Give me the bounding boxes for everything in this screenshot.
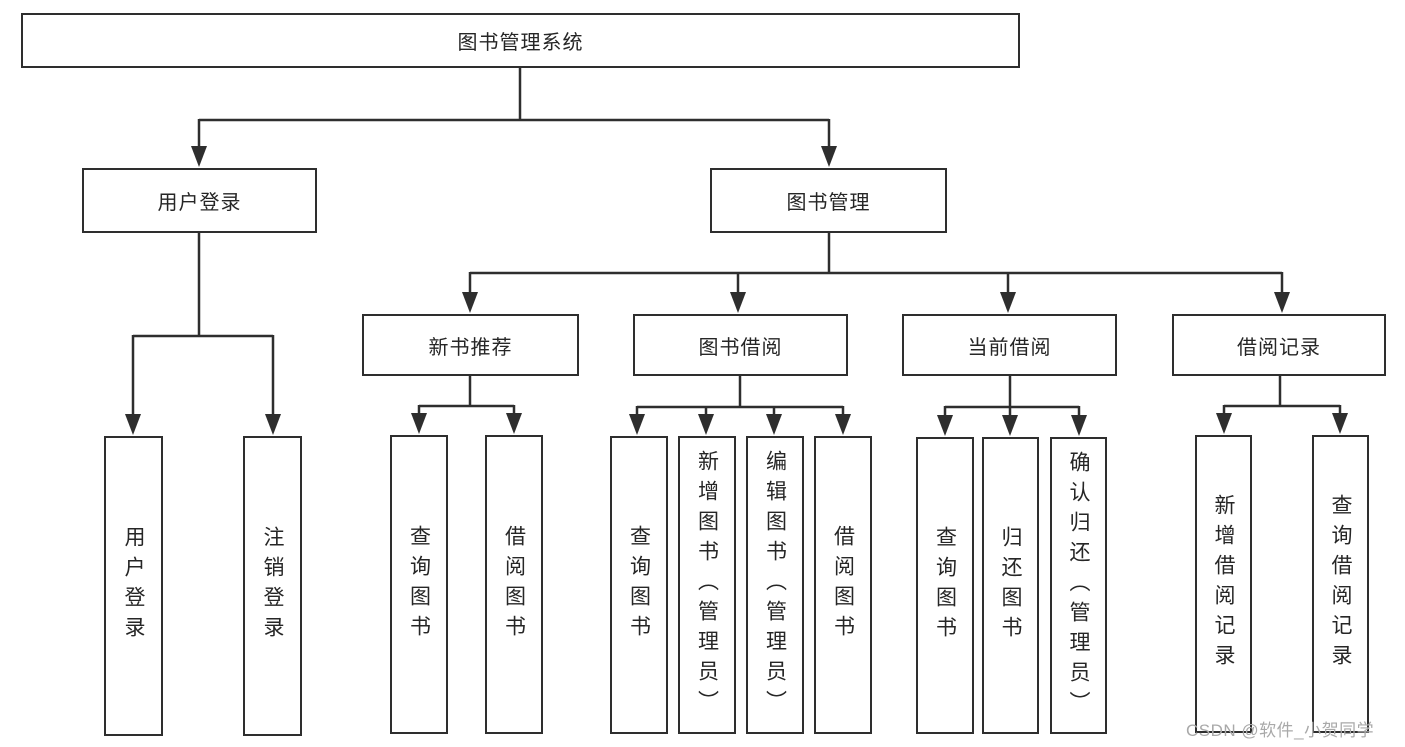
node-book-management: 图书管理 (710, 168, 947, 233)
node-user-login: 用户登录 (82, 168, 317, 233)
connector-user-login-children (125, 233, 281, 435)
leaf-borrowing-edit-books-admin: 编辑图书（管理员） (746, 436, 804, 734)
arrowhead-icon (766, 414, 782, 435)
connector-book-management-children (462, 233, 1290, 313)
leaf-logout: 注销登录 (243, 436, 302, 736)
node-new-book-recommend-label: 新书推荐 (428, 336, 513, 359)
arrowhead-icon (1332, 413, 1348, 434)
arrowhead-icon (1274, 292, 1290, 313)
arrowhead-icon (1002, 415, 1018, 436)
node-book-management-label: 图书管理 (786, 192, 871, 214)
arrowhead-icon (265, 414, 281, 435)
arrowhead-icon (937, 415, 953, 436)
arrowhead-icon (821, 146, 837, 167)
arrowhead-icon (191, 146, 207, 167)
node-current-borrowing: 当前借阅 (902, 314, 1117, 376)
leaf-borrowing-add-books-admin: 新增图书（管理员） (678, 436, 736, 734)
arrowhead-icon (730, 292, 746, 313)
watermark: CSDN @软件_小贺同学 (1186, 721, 1375, 740)
node-borrowing-records-label: 借阅记录 (1237, 336, 1321, 359)
leaf-borrowing-borrow-books: 借阅图书 (814, 436, 872, 734)
arrowhead-icon (1000, 292, 1016, 313)
arrowhead-icon (1216, 413, 1232, 434)
connector-new-books-children (411, 376, 522, 434)
node-book-borrowing: 图书借阅 (633, 314, 848, 376)
arrowhead-icon (506, 413, 522, 434)
leaf-current-return-books: 归还图书 (982, 437, 1039, 734)
leaf-recommend-query-books: 查询图书 (390, 435, 448, 734)
root-node-library-system: 图书管理系统 (21, 13, 1020, 68)
leaf-borrowing-query-books: 查询图书 (610, 436, 668, 734)
leaf-user-login: 用户登录 (104, 436, 163, 736)
leaf-current-confirm-return-admin: 确认归还（管理员） (1050, 437, 1107, 734)
connector-root-to-level1 (191, 68, 837, 167)
connector-borrowing-children (629, 376, 851, 435)
arrowhead-icon (462, 292, 478, 313)
node-book-borrowing-label: 图书借阅 (698, 336, 783, 359)
arrowhead-icon (629, 414, 645, 435)
arrowhead-icon (411, 413, 427, 434)
leaf-records-query-record: 查询借阅记录 (1312, 435, 1369, 733)
node-new-book-recommend: 新书推荐 (362, 314, 579, 376)
leaf-records-add-record: 新增借阅记录 (1195, 435, 1252, 733)
connector-current-children (937, 376, 1087, 436)
connector-records-children (1216, 376, 1348, 434)
node-current-borrowing-label: 当前借阅 (967, 336, 1052, 359)
root-node-label: 图书管理系统 (457, 32, 584, 54)
arrowhead-icon (1071, 415, 1087, 436)
arrowhead-icon (698, 414, 714, 435)
arrowhead-icon (835, 414, 851, 435)
arrowhead-icon (125, 414, 141, 435)
leaf-recommend-borrow-books: 借阅图书 (485, 435, 543, 734)
node-user-login-label: 用户登录 (157, 192, 242, 214)
leaf-current-query-books: 查询图书 (916, 437, 974, 734)
node-borrowing-records: 借阅记录 (1172, 314, 1386, 376)
